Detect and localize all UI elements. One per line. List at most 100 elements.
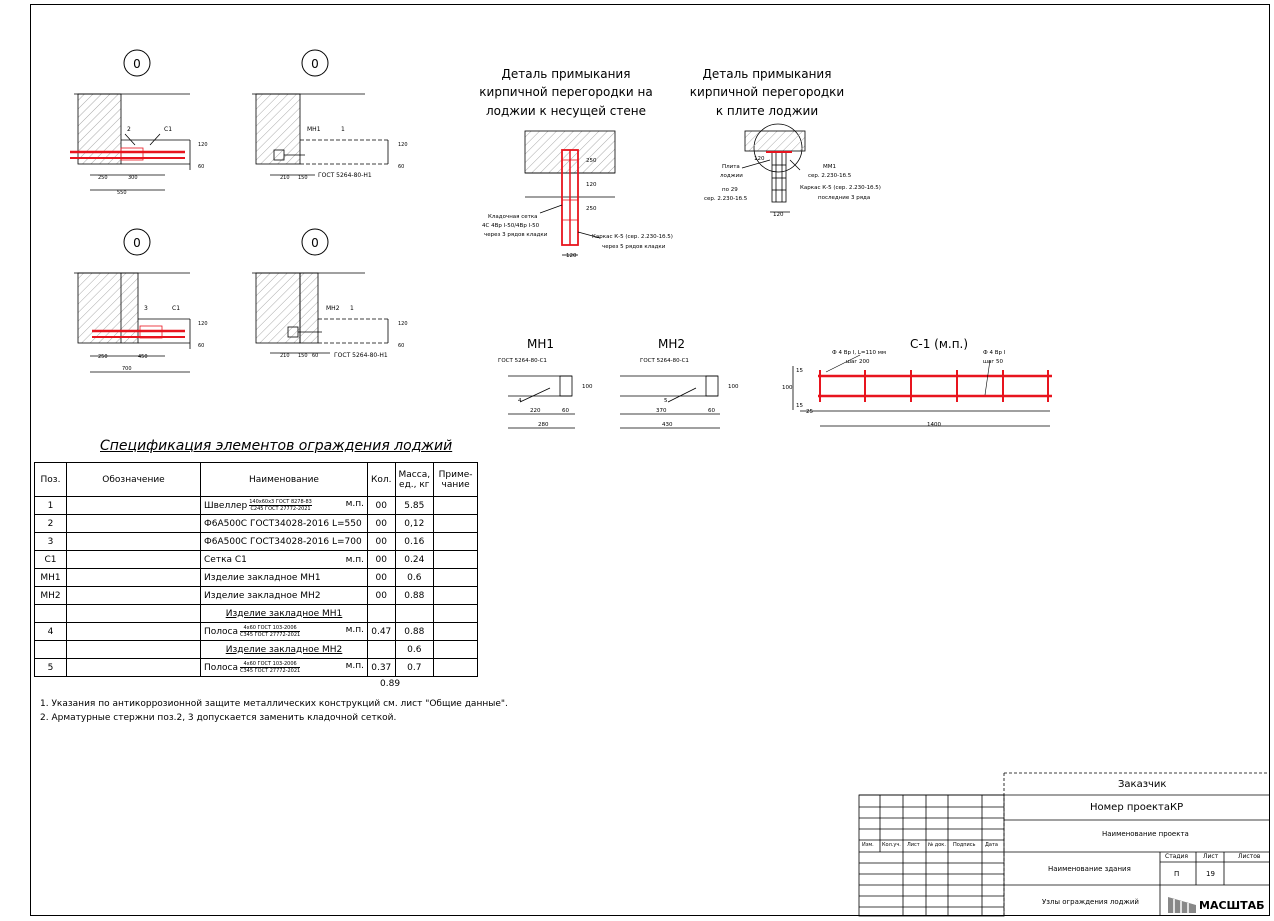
marker-text: 0 — [133, 57, 141, 71]
node3-dim: 450 — [138, 354, 148, 360]
svg-text:100: 100 — [582, 384, 593, 390]
node1-label-c1: С1 — [164, 126, 172, 133]
mn2-drawing — [620, 375, 720, 429]
node4-dim: 150 — [298, 353, 308, 359]
node1-dim: 250 — [98, 175, 108, 181]
detail-1-title: Деталь примыкания кирпичной перегородки … — [479, 67, 652, 118]
col-list: Лист — [907, 842, 920, 848]
sheet-frame — [30, 4, 1270, 916]
header-designation: Обозначение — [66, 462, 201, 497]
svg-text:кирпичной перегородки: кирпичной перегородки — [690, 85, 844, 99]
svg-text:250: 250 — [586, 206, 597, 212]
svg-text:120: 120 — [566, 253, 577, 259]
node2-side-dim: 120 — [398, 142, 408, 148]
svg-text:Деталь примыкания: Деталь примыкания — [703, 67, 832, 81]
node1-label-2: 2 — [127, 126, 131, 133]
node4-label-1: 1 — [350, 305, 354, 312]
mn1-labels: ГОСТ 5264-80-С1 4 220 60 280 100 — [498, 358, 593, 428]
note-2: 2. Арматурные стержни поз.2, 3 допускает… — [40, 713, 397, 723]
building-name: Наименование здания — [1048, 865, 1131, 873]
node3-label-3: 3 — [144, 305, 148, 312]
header-qty: Кол. — [367, 462, 396, 497]
sheet-header: Лист — [1203, 853, 1219, 860]
c1-drawing — [792, 354, 1052, 427]
svg-text:100: 100 — [782, 385, 793, 391]
svg-text:лоджии: лоджии — [720, 173, 743, 179]
node4-note: ГОСТ 5264-80-Н1 — [334, 352, 388, 359]
stage-value: П — [1174, 870, 1180, 878]
node2-label-1: 1 — [341, 126, 345, 133]
note-1: 1. Указания по антикоррозионной защите м… — [40, 699, 508, 709]
node-marker-4: 0 — [301, 228, 329, 256]
svg-text:220: 220 — [530, 408, 541, 414]
mn1-title: МН1 — [527, 337, 554, 351]
node2-note: ГОСТ 5264-80-Н1 — [318, 172, 372, 179]
svg-text:сер. 2.230-1б.5: сер. 2.230-1б.5 — [704, 196, 748, 202]
mn1-drawing — [508, 375, 575, 429]
node1-side-dim: 60 — [198, 164, 204, 170]
node4-dim: 210 — [280, 353, 290, 359]
svg-text:15: 15 — [796, 368, 803, 374]
detail-2-title: Деталь примыкания кирпичной перегородки … — [690, 67, 844, 118]
header-mass: Масса,ед., кг — [394, 462, 435, 497]
svg-text:370: 370 — [656, 408, 667, 414]
svg-text:60: 60 — [562, 408, 569, 414]
node-3-drawing — [74, 272, 191, 373]
svg-text:по 29: по 29 — [722, 187, 738, 193]
svg-text:120: 120 — [754, 156, 765, 162]
svg-text:шаг 200: шаг 200 — [846, 359, 870, 365]
sheets-header: Листов — [1238, 853, 1261, 860]
detail-2-drawing — [741, 123, 806, 213]
node-2-drawing — [252, 93, 390, 176]
svg-text:через 5 рядов кладки: через 5 рядов кладки — [602, 244, 666, 250]
node2-side-dim: 60 — [398, 164, 404, 170]
node2-dim: 150 — [298, 175, 308, 181]
svg-text:120: 120 — [586, 182, 597, 188]
svg-text:280: 280 — [538, 422, 549, 428]
node3-side-dim: 60 — [198, 343, 204, 349]
c1-title: С-1 (м.п.) — [910, 337, 968, 351]
header-note: Приме-чание — [433, 462, 479, 497]
svg-text:кирпичной перегородки на: кирпичной перегородки на — [479, 85, 652, 99]
node-marker-2: 0 — [301, 49, 329, 77]
node3-side-dim: 120 — [198, 321, 208, 327]
marker-text: 0 — [133, 236, 141, 250]
svg-text:430: 430 — [662, 422, 673, 428]
marker-text: 0 — [311, 57, 319, 71]
sheet-title: Узлы ограждения лоджий — [1042, 898, 1139, 906]
svg-text:1400: 1400 — [927, 422, 941, 428]
header-name: Наименование — [200, 462, 368, 497]
svg-text:Каркас К-5 (сер. 2.230-1б.5): Каркас К-5 (сер. 2.230-1б.5) — [800, 185, 881, 191]
mn2-title: МН2 — [658, 337, 685, 351]
logo: МАСШТАБ — [1168, 893, 1265, 913]
svg-text:60: 60 — [708, 408, 715, 414]
col-sign: Подпись — [953, 842, 976, 848]
node3-dim: 700 — [122, 366, 132, 372]
table-section-row: Изделие закладное МН1 — [34, 604, 479, 623]
node4-side-dim: 60 — [398, 343, 404, 349]
project-name: Наименование проекта — [1102, 830, 1189, 838]
node4-side-dim: 120 — [398, 321, 408, 327]
marker-text: 0 — [311, 236, 319, 250]
node4-dim: 60 — [312, 353, 318, 359]
svg-text:сер. 2.230-1б.5: сер. 2.230-1б.5 — [808, 173, 852, 179]
svg-text:последние 3 ряда: последние 3 ряда — [818, 195, 870, 201]
svg-text:Деталь примыкания: Деталь примыкания — [502, 67, 631, 81]
node2-label-mn1: МН1 — [307, 126, 321, 133]
svg-text:Каркас К-5 (сер. 2.230-1б.5): Каркас К-5 (сер. 2.230-1б.5) — [592, 234, 673, 240]
notes: 1. Указания по антикоррозионной защите м… — [40, 697, 508, 725]
node3-dim: 250 — [98, 354, 108, 360]
detail-2-notes: Плита лоджии ММ1 сер. 2.230-1б.5 Каркас … — [704, 156, 881, 218]
spec-header-row: Поз. Обозначение Наименование Кол. Масса… — [34, 462, 479, 497]
